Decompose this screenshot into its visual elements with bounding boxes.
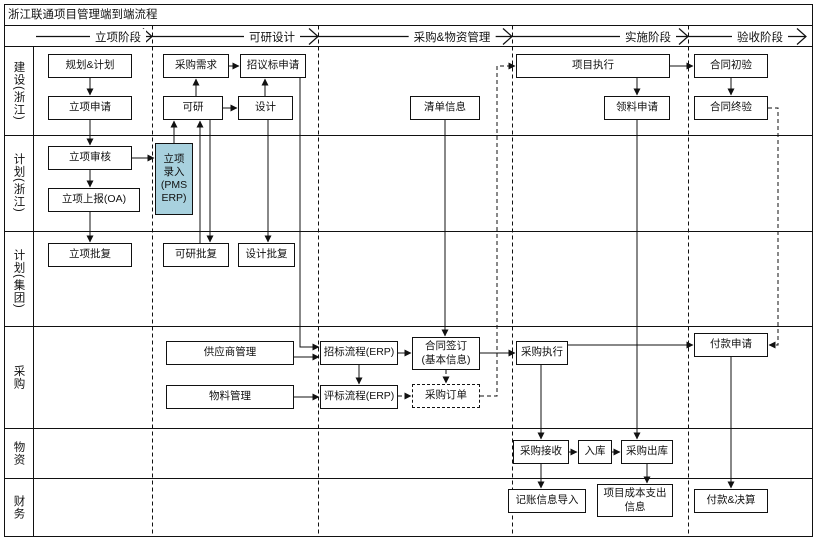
node-material-requisition: 领料申请 bbox=[604, 96, 670, 120]
node-warehouse-in: 入库 bbox=[578, 440, 612, 464]
phase-header-implementation: 实施阶段 bbox=[620, 29, 676, 45]
node-design-approval: 设计批复 bbox=[238, 243, 295, 267]
node-initiation-request: 立项申请 bbox=[48, 96, 132, 120]
node-material-management: 物料管理 bbox=[166, 385, 294, 409]
node-purchase-outbound: 采购出库 bbox=[621, 440, 673, 464]
node-design: 设计 bbox=[238, 96, 293, 120]
phase-header-procurement-material: 采购&物资管理 bbox=[408, 29, 496, 45]
grid-lines bbox=[4, 4, 813, 537]
phase-header-feasibility-design: 可研设计 bbox=[244, 29, 300, 45]
lane-label-finance: 财务 bbox=[12, 495, 25, 520]
node-feasibility-approval: 可研批复 bbox=[163, 243, 229, 267]
node-contract-signing: 合同签订 (基本信息) bbox=[412, 337, 480, 370]
node-initiation-approval: 立项批复 bbox=[48, 243, 132, 267]
node-contract-initial-acceptance: 合同初验 bbox=[694, 54, 768, 78]
flow-arrows-dashed bbox=[398, 62, 779, 400]
node-initiation-review: 立项审核 bbox=[48, 146, 132, 170]
node-procurement-demand: 采购需求 bbox=[163, 54, 229, 78]
node-accounting-import: 记账信息导入 bbox=[508, 489, 586, 513]
node-purchase-execution: 采购执行 bbox=[516, 341, 568, 365]
node-project-execution: 项目执行 bbox=[516, 54, 670, 78]
lane-label-procurement: 采购 bbox=[12, 364, 25, 390]
node-initiation-report-oa: 立项上报(OA) bbox=[48, 188, 140, 212]
node-supplier-management: 供应商管理 bbox=[166, 341, 294, 365]
lane-label-construction-zhejiang: 建设(浙江) bbox=[12, 60, 25, 121]
node-initiation-entry-pms-erp: 立项 录入 (PMS ERP) bbox=[155, 143, 193, 215]
node-payment-settlement: 付款&决算 bbox=[694, 489, 768, 513]
node-list-info: 清单信息 bbox=[410, 96, 480, 120]
lane-label-materials: 物资 bbox=[12, 440, 25, 466]
node-evaluation-process-erp: 评标流程(ERP) bbox=[320, 385, 398, 409]
flow-arrows-solid bbox=[86, 62, 735, 489]
page-title: 浙江联通项目管理端到端流程 bbox=[8, 9, 158, 21]
node-contract-final-acceptance: 合同终验 bbox=[694, 96, 768, 120]
node-purchase-order: 采购订单 bbox=[412, 384, 480, 408]
phase-header-acceptance: 验收阶段 bbox=[732, 29, 788, 45]
phase-separator-lines bbox=[152, 25, 689, 537]
node-payment-request: 付款申请 bbox=[694, 333, 768, 357]
lane-label-planning-zhejiang: 计划(浙江) bbox=[12, 153, 25, 213]
node-bidding-process-erp: 招标流程(ERP) bbox=[320, 341, 398, 365]
node-purchase-receive: 采购接收 bbox=[513, 440, 569, 464]
node-project-cost-info: 项目成本支出 信息 bbox=[597, 484, 673, 517]
node-bidding-request: 招议标申请 bbox=[240, 54, 306, 78]
phase-header-initiation: 立项阶段 bbox=[90, 29, 146, 45]
lane-label-planning-group: 计划(集团) bbox=[12, 248, 25, 309]
node-feasibility-study: 可研 bbox=[163, 96, 223, 120]
node-planning-and-plan: 规划&计划 bbox=[48, 54, 132, 78]
